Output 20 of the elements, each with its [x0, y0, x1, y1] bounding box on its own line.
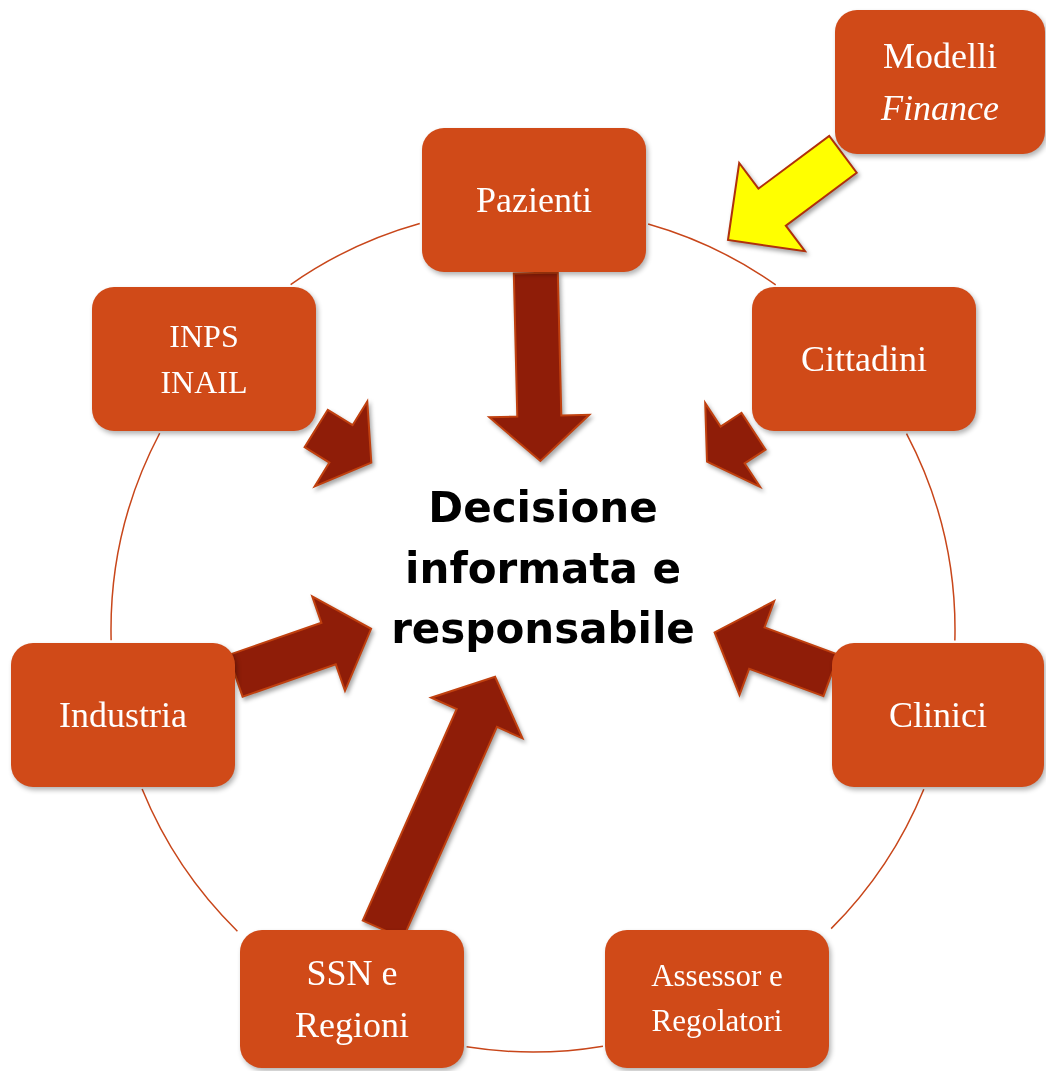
stakeholder-box: Modelli Finance	[835, 10, 1045, 154]
stakeholder-box: SSN e Regioni	[240, 930, 464, 1068]
stakeholder-box: Industria	[11, 643, 235, 787]
circle-arc	[141, 788, 239, 932]
circle-arc	[289, 222, 421, 286]
block-arrow	[726, 134, 859, 253]
block-arrow	[486, 271, 592, 463]
stakeholder-box: INPS INAIL	[92, 287, 316, 431]
circle-arc	[110, 432, 161, 642]
block-arrow	[303, 398, 373, 489]
stakeholder-box: Pazienti	[422, 128, 646, 272]
stakeholder-box: Assessor e Regolatori	[605, 930, 829, 1068]
circle-arc	[905, 432, 956, 642]
center-heading: Decisione informata e responsabile	[390, 481, 696, 656]
circle-arc	[647, 223, 777, 286]
stakeholder-box: Cittadini	[752, 287, 976, 431]
circle-arc	[830, 788, 925, 930]
circle-arc	[465, 1045, 604, 1053]
block-arrow	[704, 399, 767, 490]
stakeholder-box: Clinici	[832, 643, 1044, 787]
